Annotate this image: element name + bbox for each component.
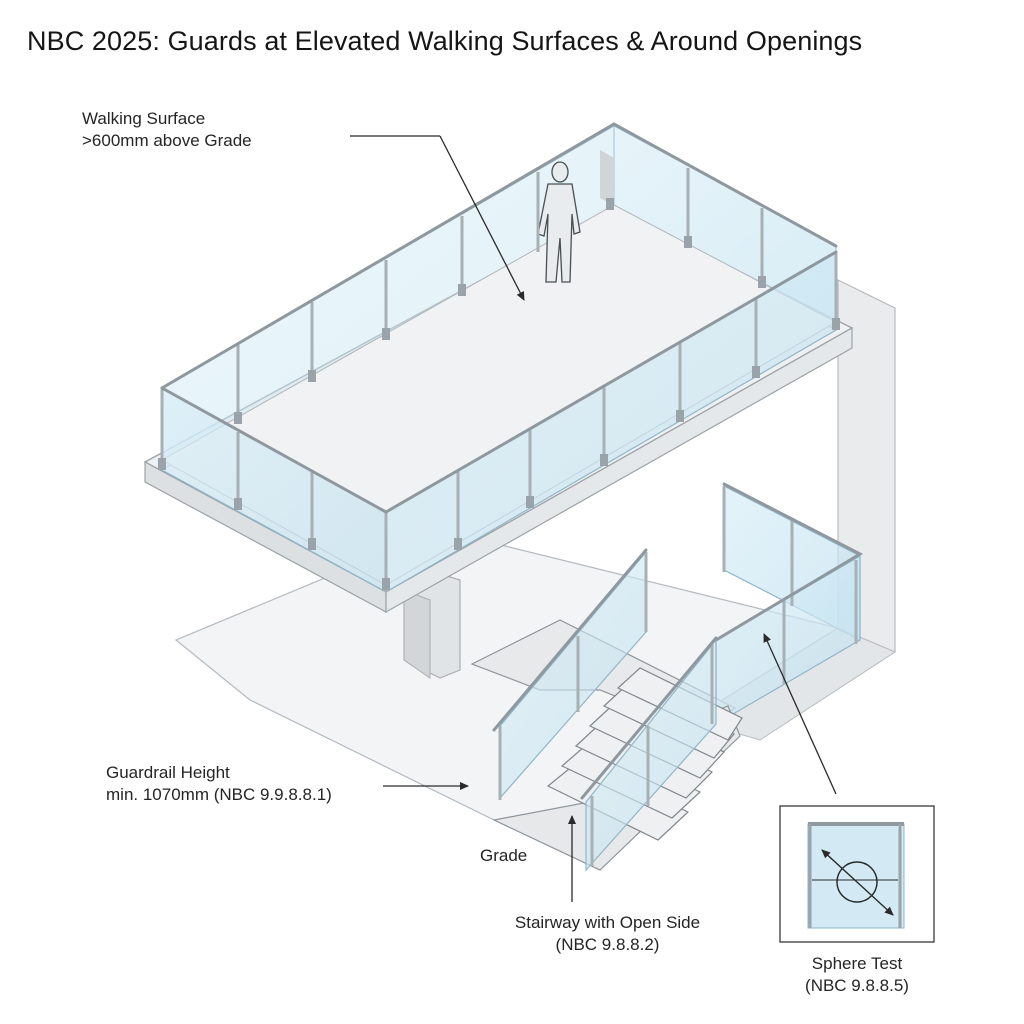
sphere-test-inset (779, 805, 935, 943)
leader-lines (350, 135, 837, 902)
grade-label-line1: Grade (480, 846, 528, 865)
guardrail-height-label: Guardrail Height min. 1070mm (NBC 9.9.8.… (106, 762, 332, 806)
stair-glass-guards (492, 548, 718, 872)
stairway-label-line1: Stairway with Open Side (514, 913, 701, 932)
near-glass-guards (158, 168, 840, 594)
guardrail-height-label-line1: Guardrail Height (106, 763, 230, 782)
support-column (403, 573, 461, 679)
sphere-test-label-line2: (NBC 9.8.8.5) (805, 976, 909, 995)
top-handrails (160, 122, 838, 514)
person-figure (537, 161, 581, 283)
stairway-label: Stairway with Open Side (NBC 9.8.8.2) (500, 912, 715, 956)
sphere-test-label: Sphere Test (NBC 9.8.8.5) (790, 953, 924, 997)
sphere-test-label-line1: Sphere Test (811, 954, 903, 973)
walking-surface-label-line2: >600mm above Grade (82, 131, 252, 150)
landing-guard (714, 482, 864, 726)
guardrail-height-label-line2: min. 1070mm (NBC 9.9.8.8.1) (106, 785, 332, 804)
walking-surface-label: Walking Surface >600mm above Grade (82, 108, 252, 152)
page-title: NBC 2025: Guards at Elevated Walking Sur… (27, 26, 863, 56)
stairway-label-line2: (NBC 9.8.8.2) (555, 935, 660, 954)
grade-label: Grade (480, 845, 527, 867)
walking-surface-label-line1: Walking Surface (82, 109, 206, 128)
